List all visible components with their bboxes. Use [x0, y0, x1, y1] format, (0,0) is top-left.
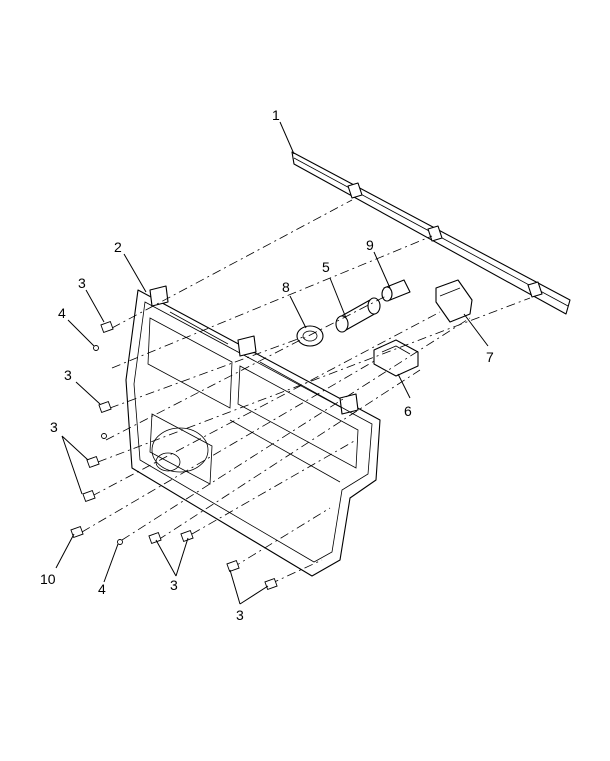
part-1-trim-strip: [291, 151, 571, 315]
assembly-lines: [81, 199, 531, 585]
callout-4: 4: [58, 305, 66, 321]
callout-3: 3: [64, 367, 72, 383]
callout-3: 3: [78, 275, 86, 291]
callout-1: 1: [272, 107, 280, 123]
leader-lines: [55, 121, 489, 605]
callout-6: 6: [404, 403, 412, 419]
callout-3: 3: [236, 607, 244, 623]
part-5-socket: [335, 297, 381, 333]
callouts: 1 2 3 4 3 3 10 4 3 3 5 6 7 8 9: [40, 107, 494, 623]
part-7-switch: [435, 279, 473, 323]
callout-5: 5: [322, 259, 330, 275]
part-6-housing: [373, 339, 419, 377]
callout-7: 7: [486, 349, 494, 365]
callout-2: 2: [114, 239, 122, 255]
part-8-ring: [296, 325, 324, 347]
callout-3: 3: [50, 419, 58, 435]
callout-9: 9: [366, 237, 374, 253]
callout-3: 3: [170, 577, 178, 593]
part-9-plug: [381, 279, 411, 302]
part-2-back-panel: [125, 285, 381, 577]
callout-10: 10: [40, 571, 56, 587]
callout-8: 8: [282, 279, 290, 295]
callout-4: 4: [98, 581, 106, 597]
